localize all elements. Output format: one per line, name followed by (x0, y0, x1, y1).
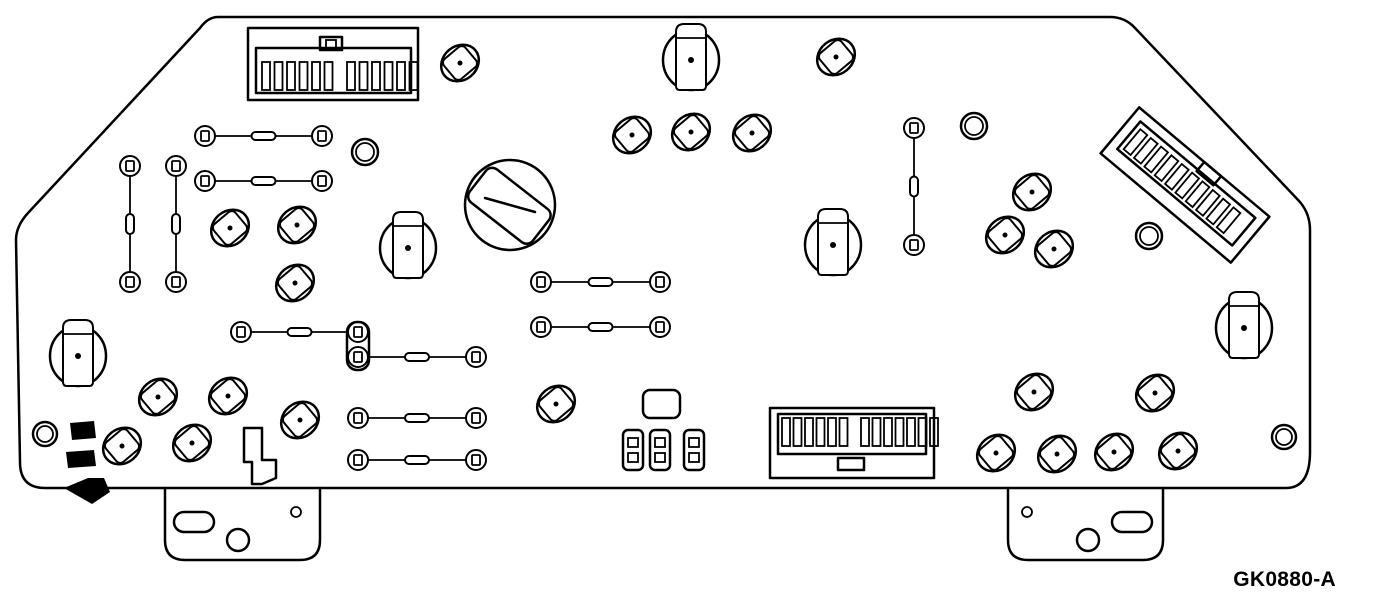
test-pad (641, 388, 682, 420)
connector-pin (815, 417, 826, 447)
bulb-socket (171, 423, 213, 463)
bulb-socket (1033, 229, 1075, 269)
resistor (194, 125, 333, 147)
bulb-socket (975, 433, 1017, 473)
connector-pin (1184, 180, 1211, 209)
connector-pin (408, 61, 419, 91)
connector-pin (383, 61, 394, 91)
resistor (903, 117, 925, 256)
bulb-socket (1157, 431, 1199, 471)
mounting-hole (959, 111, 989, 141)
bulb-socket (611, 115, 653, 155)
bulb-socket (535, 384, 577, 424)
pad-bracket (345, 320, 371, 372)
bulb-socket (274, 263, 316, 303)
connector-pin (781, 417, 791, 447)
bulb-socket (1036, 434, 1078, 474)
resistor (347, 449, 487, 471)
connector-pin (371, 61, 381, 91)
resistor (194, 170, 333, 192)
indicator-blocks (64, 421, 110, 504)
fuse-holder (621, 428, 645, 472)
resistor (230, 321, 369, 343)
fuse-holder (682, 428, 706, 472)
connector-pin (929, 417, 939, 447)
resistor (119, 155, 141, 293)
connector-pin (917, 417, 928, 447)
gauge-pivot (48, 319, 108, 388)
left-mounting-tab (163, 486, 322, 562)
connector-top-left (246, 26, 420, 102)
bulb-socket (279, 400, 321, 440)
connector-pin (346, 61, 356, 91)
connector-pin (838, 417, 849, 447)
connector-pin (311, 61, 321, 91)
bulb-socket (984, 215, 1026, 255)
figure-id-label: GK0880-A (1233, 568, 1336, 591)
bulb-socket (1134, 373, 1176, 413)
connector-pin (871, 417, 882, 447)
connector-pin (894, 417, 905, 447)
bulb-socket (101, 426, 143, 466)
bracket-connector (242, 426, 278, 486)
bulb-socket (815, 37, 857, 77)
right-mounting-tab (1006, 486, 1165, 562)
connector-pin (273, 61, 284, 91)
connector-pin (906, 417, 916, 447)
resistor (347, 407, 487, 429)
connector-pin (1143, 145, 1170, 174)
connector-pin (1163, 162, 1190, 191)
gauge-pivot (803, 208, 863, 277)
connector-pin (1122, 128, 1149, 157)
connector-pin (1194, 188, 1221, 217)
connector-pin (1215, 206, 1242, 235)
connector-right-angled (1099, 106, 1271, 264)
fuse-pin-group (621, 428, 706, 472)
bulb-socket (1013, 372, 1055, 412)
resistor (530, 271, 671, 293)
mounting-hole (1270, 423, 1298, 451)
connector-pin (860, 417, 870, 447)
resistor (347, 346, 487, 368)
mounting-hole (1134, 221, 1164, 251)
gauge-pivot (1214, 291, 1274, 360)
gauge-pivot (378, 211, 438, 280)
rotary-socket-center (463, 158, 557, 252)
connector-pin (286, 61, 296, 91)
bulb-socket (276, 205, 318, 245)
bulb-socket (670, 112, 712, 152)
mounting-hole (350, 137, 380, 167)
connector-pin (827, 417, 837, 447)
connector-pin (1174, 171, 1201, 200)
connector-bottom-center (768, 406, 939, 480)
connector-pin (1153, 154, 1180, 183)
bulb-socket (137, 377, 179, 417)
connector-pin (1132, 136, 1159, 165)
connector-pin (792, 417, 803, 447)
connector-pin (298, 61, 309, 91)
connector-pin (883, 417, 893, 447)
bulb-socket (731, 113, 773, 153)
connector-pin (261, 61, 271, 91)
fuse-holder (648, 428, 672, 472)
mounting-hole (31, 420, 59, 448)
connector-pin (323, 61, 334, 91)
connector-pin (358, 61, 369, 91)
connector-pin (1205, 197, 1232, 226)
connector-pin (396, 61, 406, 91)
board-outline (14, 15, 1312, 490)
gauge-pivot (661, 23, 721, 92)
connector-pin (804, 417, 814, 447)
bulb-socket (1011, 172, 1053, 212)
resistor (165, 155, 187, 293)
bulb-socket (1093, 432, 1135, 472)
bulb-socket (439, 43, 481, 83)
bulb-socket (209, 208, 251, 248)
bulb-socket (207, 376, 249, 416)
resistor (530, 316, 671, 338)
